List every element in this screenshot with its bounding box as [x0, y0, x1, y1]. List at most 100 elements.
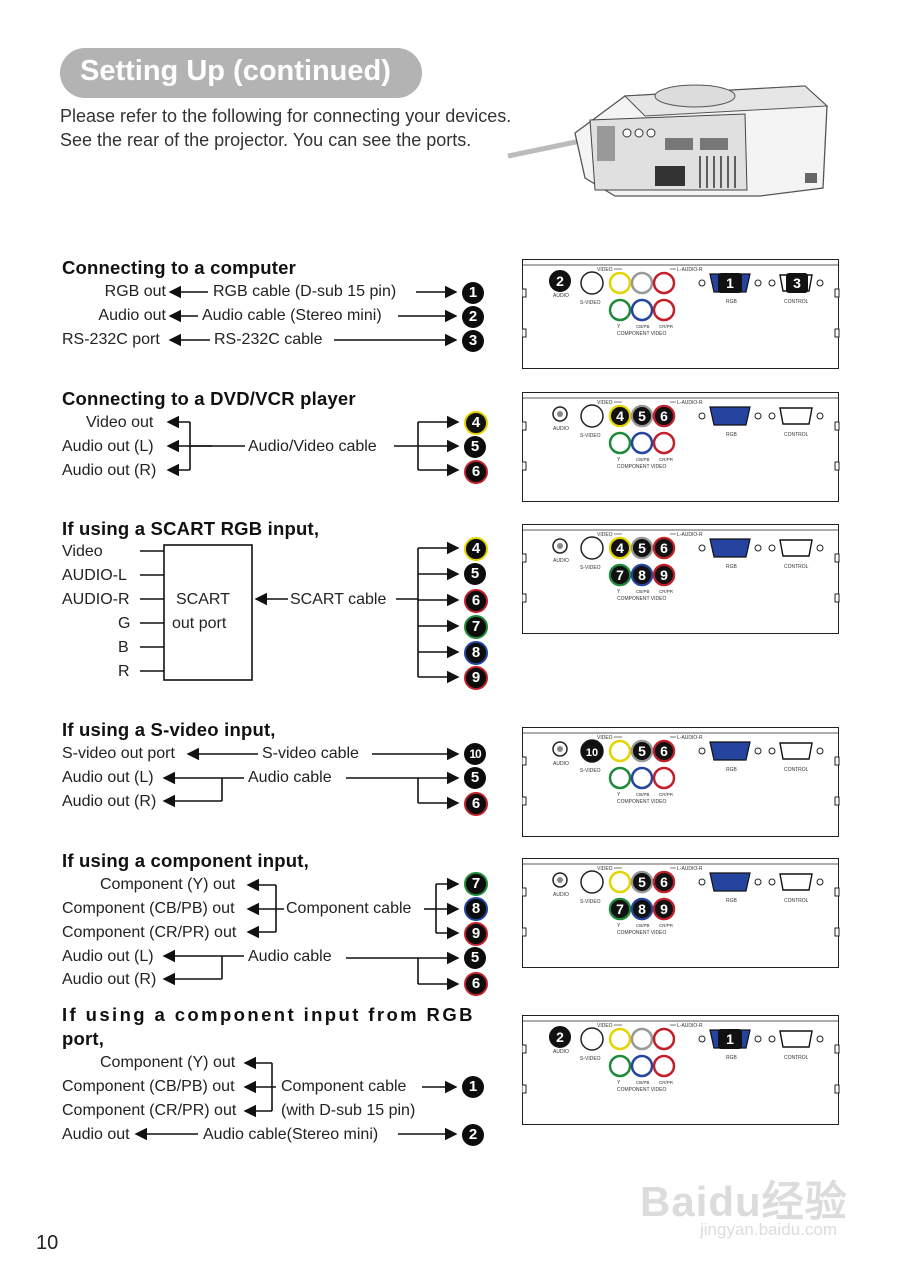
section-heading-component: If using a component input,: [62, 850, 309, 871]
video-label: VIDEO: [597, 532, 613, 538]
control-port-icon: [779, 873, 813, 891]
component-number-5: 5: [464, 947, 486, 969]
label-svideo-cable: S-video cable: [262, 745, 359, 762]
label-rgb-out: RGB out: [104, 283, 166, 300]
title-pill: [60, 48, 422, 98]
control-port-icon: [779, 407, 813, 425]
rgb-label: RGB: [726, 898, 738, 904]
component-number-8: 8: [464, 897, 488, 921]
rca-badge: 6: [653, 740, 675, 762]
component-jack-icon: [608, 431, 632, 455]
rca-badge: 6: [653, 537, 675, 559]
y-label: Y: [617, 457, 621, 463]
svg-text:5: 5: [638, 874, 646, 890]
cr-label: CR/PR: [659, 792, 674, 797]
component-jack-icon: [630, 298, 654, 322]
component-video-label: COMPONENT VIDEO: [617, 331, 666, 337]
control-label: CONTROL: [784, 767, 809, 773]
label-rgbcomp-cable-2: (with D-sub 15 pin): [281, 1102, 416, 1119]
rgb-label: RGB: [726, 299, 738, 305]
y-label: Y: [617, 1080, 621, 1086]
label-component-cable: Component cable: [286, 900, 412, 917]
svideo-badge: 10: [581, 740, 603, 762]
audio-lr-label: L-AUDIO-R: [677, 866, 703, 872]
scart-number-5: 5: [464, 563, 486, 585]
label-rgbcomp-audio-out: Audio out: [62, 1126, 130, 1143]
rca-jack-icon: [608, 870, 632, 894]
control-label: CONTROL: [784, 432, 809, 438]
rca-badge: 5: [631, 537, 653, 559]
rca-badge: 5: [631, 871, 653, 893]
rgb-label: RGB: [726, 564, 738, 570]
component-jack-icon: [630, 431, 654, 455]
svideo-jack-icon: [580, 536, 604, 560]
label-component-audio-cable: Audio cable: [248, 948, 332, 965]
svg-text:9: 9: [660, 901, 668, 917]
svideo-jack-icon: [580, 404, 604, 428]
component-video-label: COMPONENT VIDEO: [617, 464, 666, 470]
section-heading-dvd: Connecting to a DVD/VCR player: [62, 388, 356, 409]
cb-label: CB/PB: [636, 923, 650, 928]
section-heading-computer: Connecting to a computer: [62, 257, 296, 278]
port-number-1: 1: [462, 282, 484, 304]
label-rs232c-cable: RS-232C cable: [214, 331, 323, 348]
label-rgbcomp-cb: Component (CB/PB) out: [62, 1078, 235, 1095]
rca-jack-icon: [630, 1027, 654, 1051]
component-jack-icon: [652, 431, 676, 455]
svideo-label: S-VIDEO: [580, 565, 601, 571]
component-badge: 8: [631, 564, 653, 586]
component-video-label: COMPONENT VIDEO: [617, 799, 666, 805]
svg-text:7: 7: [616, 901, 624, 917]
label-rgb-cable: RGB cable (D-sub 15 pin): [213, 283, 397, 300]
component-badge: 9: [653, 564, 675, 586]
component-jack-icon: [608, 766, 632, 790]
video-label: VIDEO: [597, 1023, 613, 1029]
rca-jack-icon: [608, 739, 632, 763]
rgbcomp-number-1: 1: [462, 1076, 484, 1098]
rca-badge: 4: [609, 537, 631, 559]
control-port-icon: [779, 742, 813, 760]
component-jack-icon: [630, 1054, 654, 1078]
component-video-label: COMPONENT VIDEO: [617, 596, 666, 602]
label-scart-g: G: [118, 615, 131, 632]
video-label: VIDEO: [597, 267, 613, 273]
section-heading-component-rgb-2: port,: [62, 1028, 105, 1049]
audio-label: AUDIO: [553, 558, 569, 564]
audio-label: AUDIO: [553, 892, 569, 898]
page-title: Setting Up (continued): [80, 55, 391, 87]
rgbcomp-number-2: 2: [462, 1124, 484, 1146]
y-label: Y: [617, 324, 621, 330]
rgb-port-icon: [709, 872, 751, 892]
watermark: Baidu经验: [640, 1178, 848, 1225]
rgb-badge: [718, 1029, 742, 1049]
rgb-label: RGB: [726, 1055, 738, 1061]
label-component-cb: Component (CB/PB) out: [62, 900, 235, 917]
audio-lr-label: L-AUDIO-R: [677, 1023, 703, 1029]
control-port-icon: [779, 1030, 813, 1048]
rca-jack-icon: [608, 271, 632, 295]
rca-badge: 6: [653, 871, 675, 893]
cb-label: CB/PB: [636, 792, 650, 797]
component-video-label: COMPONENT VIDEO: [617, 1087, 666, 1093]
video-label: VIDEO: [597, 866, 613, 872]
scart-number-7: 7: [464, 615, 488, 639]
label-scart-audio-l: AUDIO-L: [62, 567, 127, 584]
component-number-7: 7: [464, 872, 488, 896]
svg-text:4: 4: [616, 408, 624, 424]
component-badge: 8: [631, 898, 653, 920]
y-label: Y: [617, 923, 621, 929]
connection-lines: [134, 285, 460, 1141]
label-rgbcomp-cr: Component (CR/PR) out: [62, 1102, 237, 1119]
label-audio-out-l: Audio out (L): [62, 438, 154, 455]
audio-label: AUDIO: [553, 761, 569, 767]
svideo-jack-icon: [580, 271, 604, 295]
svg-text:3: 3: [793, 275, 801, 291]
svideo-number-6: 6: [464, 792, 488, 816]
rca-badge: 6: [653, 405, 675, 427]
